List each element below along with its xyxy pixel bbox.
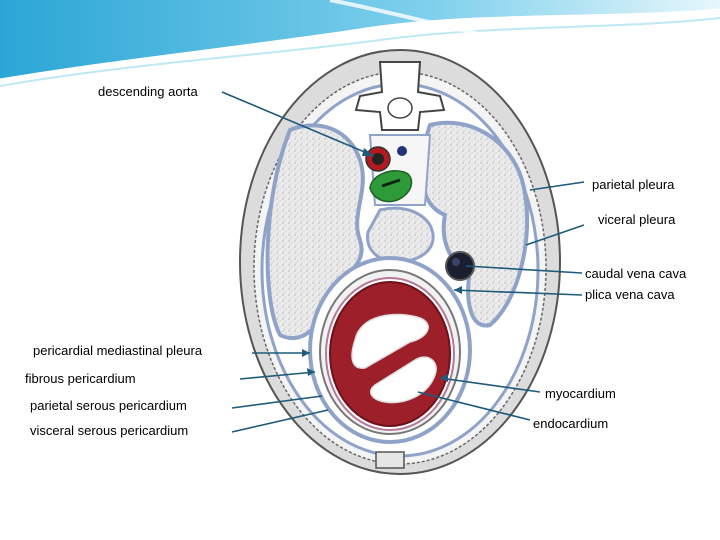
label-endocardium: endocardium — [533, 416, 609, 431]
header-banner — [0, 0, 720, 87]
leader-endocardium — [417, 391, 531, 421]
accessory-lobe — [366, 206, 435, 264]
leader-parietal-serous-pericardium — [231, 395, 323, 409]
label-visceral-pleura: viceral pleura — [598, 212, 676, 227]
label-pericardial-mediastinal-pleura: pericardial mediastinal pleura — [33, 343, 203, 358]
leader-plica-vena-cava — [453, 289, 583, 296]
label-caudal-vena-cava: caudal vena cava — [585, 266, 687, 281]
leader-parietal-pleura — [529, 181, 585, 191]
leader-caudal-vena-cava — [465, 265, 583, 274]
label-descending-aorta: descending aorta — [98, 84, 198, 99]
label-fibrous-pericardium: fibrous pericardium — [25, 371, 136, 386]
leader-lines — [221, 91, 585, 433]
leader-descending-aorta — [221, 91, 375, 157]
label-visceral-serous-pericardium: visceral serous pericardium — [30, 423, 189, 438]
label-myocardium: myocardium — [545, 386, 616, 401]
leader-fibrous-pericardium — [239, 371, 316, 380]
leader-visceral-pleura — [525, 224, 585, 246]
leader-myocardium — [439, 377, 541, 393]
leader-visceral-serous-pericardium — [231, 409, 329, 433]
label-parietal-serous-pericardium: parietal serous pericardium — [30, 398, 187, 413]
vertebral-canal — [387, 97, 413, 119]
arrowheads — [302, 148, 462, 382]
label-plica-vena-cava: plica vena cava — [585, 287, 675, 302]
right-ventricle — [370, 356, 437, 404]
left-ventricle — [351, 313, 429, 369]
vertebra — [354, 61, 446, 131]
label-parietal-pleura: parietal pleura — [592, 177, 675, 192]
sternum — [375, 451, 405, 469]
right-lung — [419, 120, 530, 328]
thorax-cross-section — [239, 49, 561, 475]
azygos-vein — [397, 146, 407, 156]
esophagus — [369, 170, 413, 203]
